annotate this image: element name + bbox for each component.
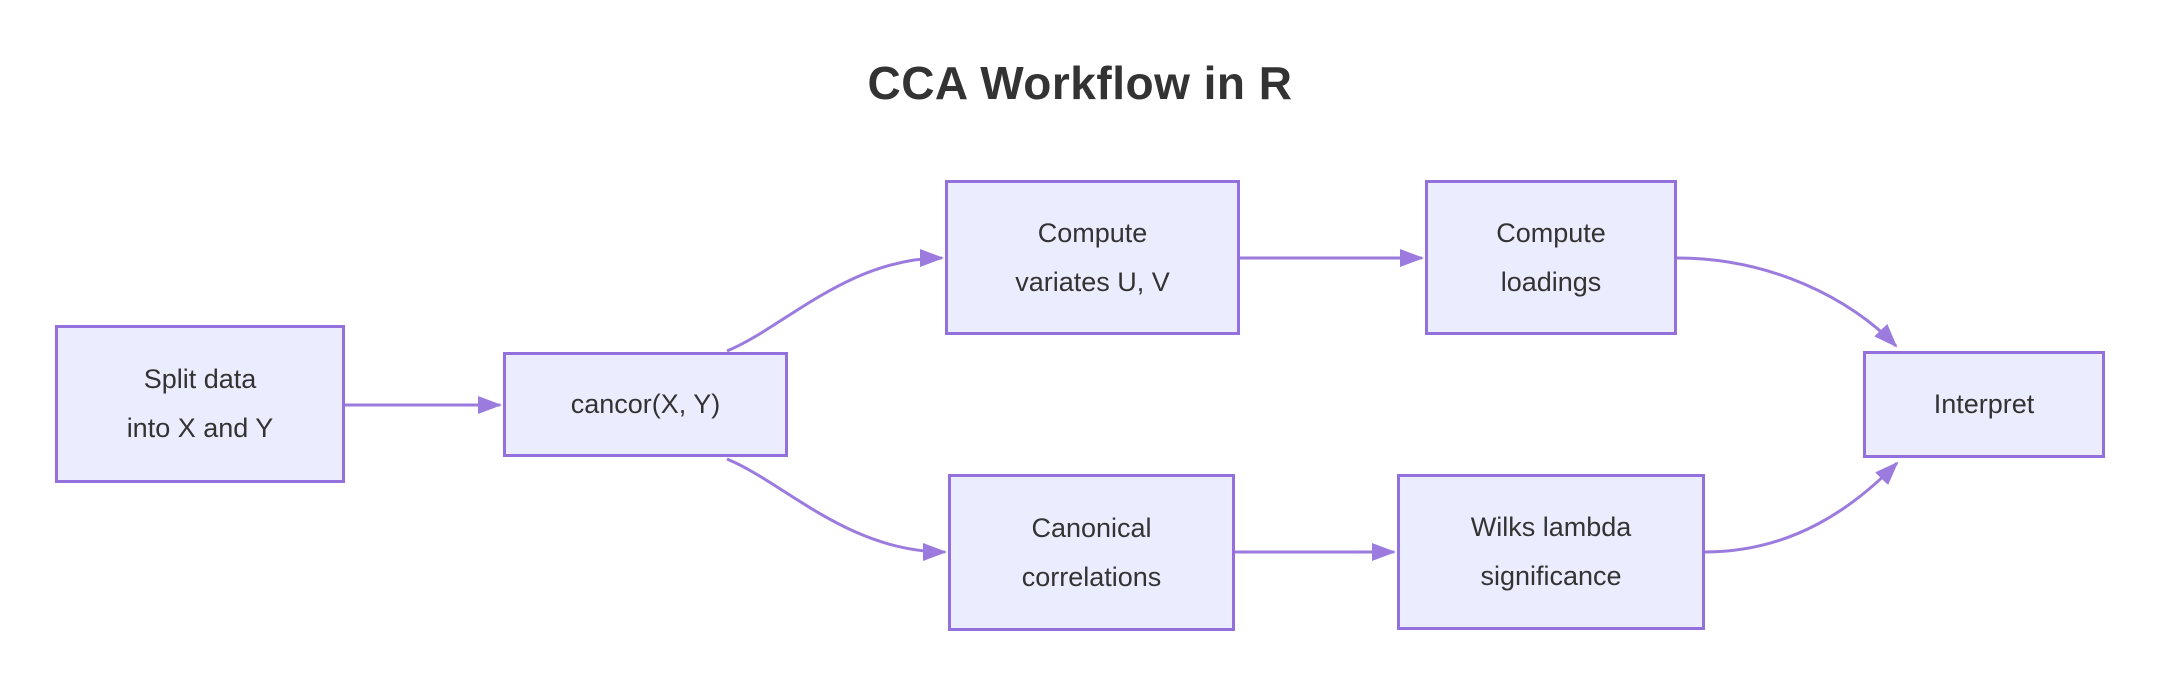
node-wilks-lambda: Wilks lambda significance [1397, 474, 1705, 630]
node-canonical-correlations: Canonical correlations [948, 474, 1235, 631]
edge-wilks-to-interpret [1704, 461, 1899, 554]
node-split-data: Split data into X and Y [55, 325, 345, 483]
node-compute-variates-label: Compute variates U, V [1015, 217, 1170, 297]
node-interpret: Interpret [1863, 351, 2105, 458]
node-compute-loadings: Compute loadings [1425, 180, 1677, 335]
node-interpret-label: Interpret [1933, 389, 2035, 420]
node-wilks-lambda-label: Wilks lambda significance [1470, 512, 1632, 591]
node-cancor-label: cancor(X, Y) [570, 389, 721, 420]
node-canonical-correlations-label: Canonical correlations [1021, 512, 1162, 592]
node-cancor: cancor(X, Y) [503, 352, 788, 457]
node-compute-variates: Compute variates U, V [945, 180, 1240, 335]
edge-cancor-to-variates [726, 249, 944, 353]
node-compute-loadings-label: Compute loadings [1496, 217, 1606, 297]
edge-cancor-to-correlations [726, 457, 947, 561]
edge-loadings-to-interpret [1676, 256, 1898, 348]
diagram-title: CCA Workflow in R [867, 57, 1293, 109]
node-split-data-label: Split data into X and Y [126, 364, 274, 443]
